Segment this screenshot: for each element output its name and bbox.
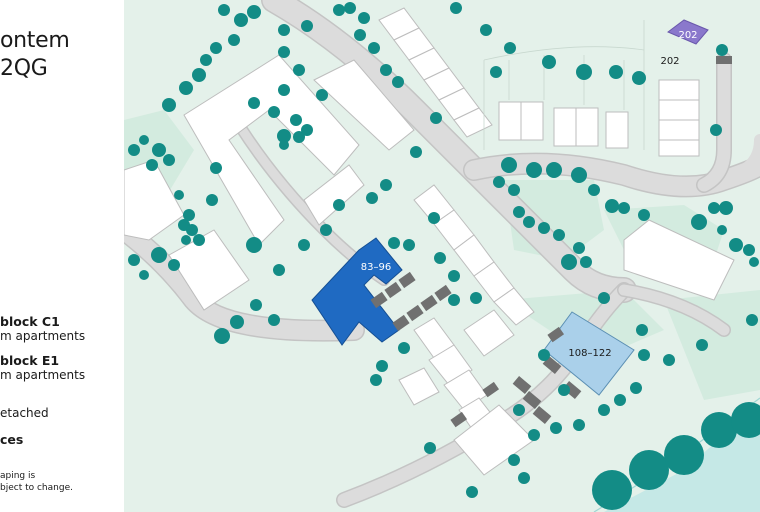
central-terraces [413,184,535,326]
apartment-block-north [313,59,415,151]
legend-panel: ontem 2QG block C1 m apartments block E1… [0,0,124,512]
garage-202 [716,56,732,64]
legend-block-c1: block C1 m apartments [0,314,85,344]
plot-boundaries [483,20,645,150]
houses-row-north-east [498,79,700,157]
legend-block-c1-title: block C1 [0,314,60,329]
legend-spaces-label: ces [0,432,24,447]
legend-block-e1: block E1 m apartments [0,353,85,383]
landscaping-note-line1: aping is [0,471,36,481]
south-houses [398,309,515,433]
river [604,410,760,512]
development-name: ontem [0,28,70,53]
legend-detached-label: etached [0,406,49,420]
block-e1-label: 108–122 [568,348,611,359]
apartment-block-middle [303,164,365,226]
landscaping-note-line2: bject to change. [0,483,73,493]
legend-block-c1-desc: m apartments [0,329,86,343]
legend-spaces: ces [0,432,23,447]
site-map[interactable]: 202 202 83–96 108–122 [124,0,760,512]
development-postcode: 2QG [0,56,48,81]
block-c1-label: 83–96 [361,262,391,273]
legend-block-e1-desc: m apartments [0,368,86,382]
block-e1[interactable] [543,311,635,396]
plot-202-marker[interactable] [667,19,709,45]
plot-202-badge-label: 202 [678,30,697,41]
trees [128,2,760,510]
east-apartment-block [623,219,735,301]
legend-detached: etached [0,406,49,421]
plot-202-label: 202 [660,56,679,67]
terraced-houses-north [378,7,493,138]
block-c1[interactable] [311,237,403,346]
landscaping-note: aping is bject to change. [0,470,73,494]
legend-block-e1-title: block E1 [0,353,60,368]
garages [370,271,582,428]
